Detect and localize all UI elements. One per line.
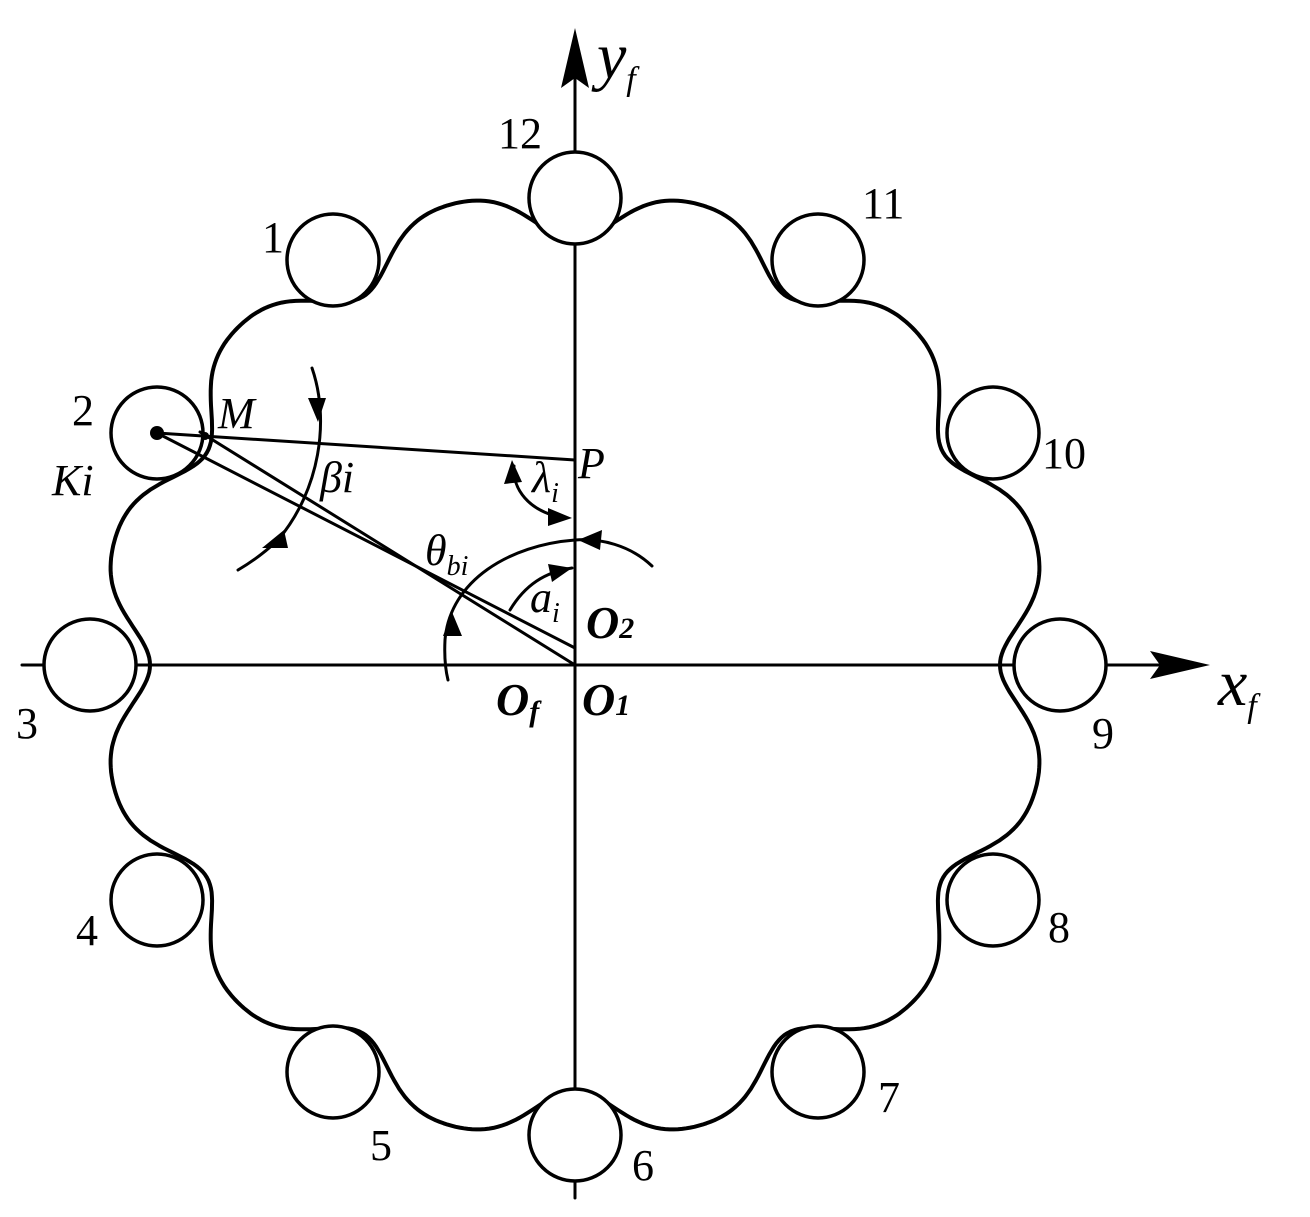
roller-label-5: 5 <box>370 1121 392 1170</box>
roller-label-10: 10 <box>1042 429 1086 478</box>
line-ki-p <box>155 431 577 462</box>
roller-8 <box>945 852 1041 948</box>
point-ki-dot <box>150 426 164 440</box>
roller-label-7: 7 <box>878 1073 900 1122</box>
roller-10 <box>945 385 1041 481</box>
beta-arrow-top-icon <box>308 398 326 422</box>
lambda-arrow-bottom-icon <box>548 508 572 526</box>
roller-3 <box>42 617 138 713</box>
origin-of-label: Of <box>496 674 542 728</box>
cam-profile <box>108 198 1042 1132</box>
beta-arrow-bottom-icon <box>262 530 288 548</box>
roller-label-1: 1 <box>262 213 284 262</box>
y-axis-arrow-icon <box>561 28 589 88</box>
point-ki-label: Ki <box>51 456 94 505</box>
line-ki-o1-b <box>198 430 577 667</box>
roller-6 <box>527 1087 623 1183</box>
roller-label-12: 12 <box>498 109 542 158</box>
roller-4 <box>109 852 205 948</box>
roller-1 <box>285 212 381 308</box>
roller-label-9: 9 <box>1092 709 1114 758</box>
roller-5 <box>285 1024 381 1120</box>
beta-label: βi <box>319 453 354 502</box>
lambda-label: λi <box>530 453 559 509</box>
roller-label-4: 4 <box>76 906 98 955</box>
x-axis-label: xf <box>1217 647 1261 725</box>
theta-arc <box>443 538 654 682</box>
roller-11 <box>770 212 866 308</box>
x-axis-arrow-icon <box>1150 651 1210 679</box>
a-label: ai <box>530 573 560 629</box>
theta-label: θbi <box>425 526 468 582</box>
line-ki-o1-a <box>155 431 577 650</box>
theta-arrow-left-icon <box>443 612 462 636</box>
roller-label-11: 11 <box>862 179 904 228</box>
roller-7 <box>770 1024 866 1120</box>
point-p-label: P <box>577 439 605 488</box>
point-m-dot <box>201 432 209 440</box>
lambda-arrow-top-icon <box>504 460 522 484</box>
roller-label-2: 2 <box>72 386 94 435</box>
origin-o1-label: O1 <box>582 674 630 725</box>
roller-12 <box>527 150 623 246</box>
roller-label-8: 8 <box>1048 903 1070 952</box>
origin-o2-label: O2 <box>586 597 634 648</box>
point-m-label: M <box>217 389 257 438</box>
roller-9 <box>1012 617 1108 713</box>
y-axis-label: yf <box>591 20 640 98</box>
a-arrow-icon <box>548 564 572 582</box>
roller-label-3: 3 <box>16 699 38 748</box>
roller-label-6: 6 <box>632 1141 654 1190</box>
theta-arrow-top-icon <box>578 530 602 550</box>
